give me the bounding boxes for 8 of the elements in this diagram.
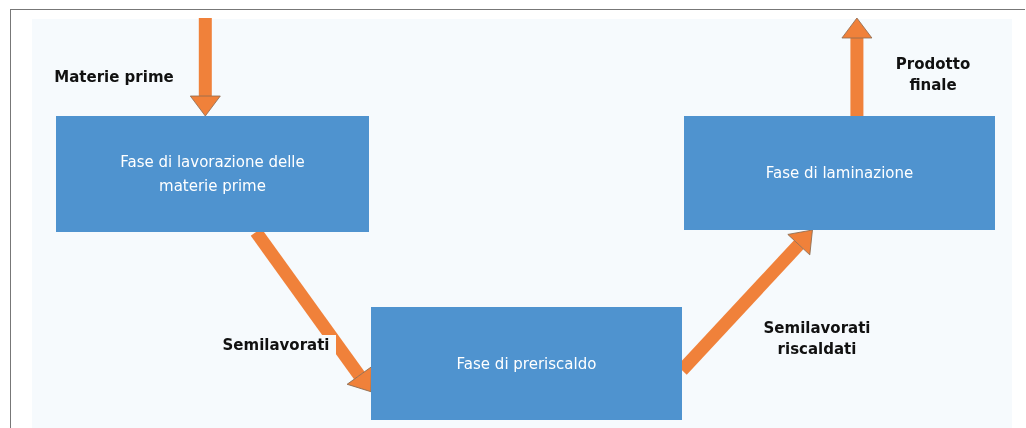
process-box (371, 307, 682, 420)
process-box (56, 116, 369, 232)
box-label: Fase di lavorazione delle materie prime (119, 152, 306, 197)
box-label: Fase di preriscaldo (456, 353, 597, 375)
box-label: Fase di laminazione (765, 163, 914, 184)
block-arrow (189, 18, 221, 117)
process-box (684, 116, 995, 230)
block-arrow (841, 17, 873, 116)
